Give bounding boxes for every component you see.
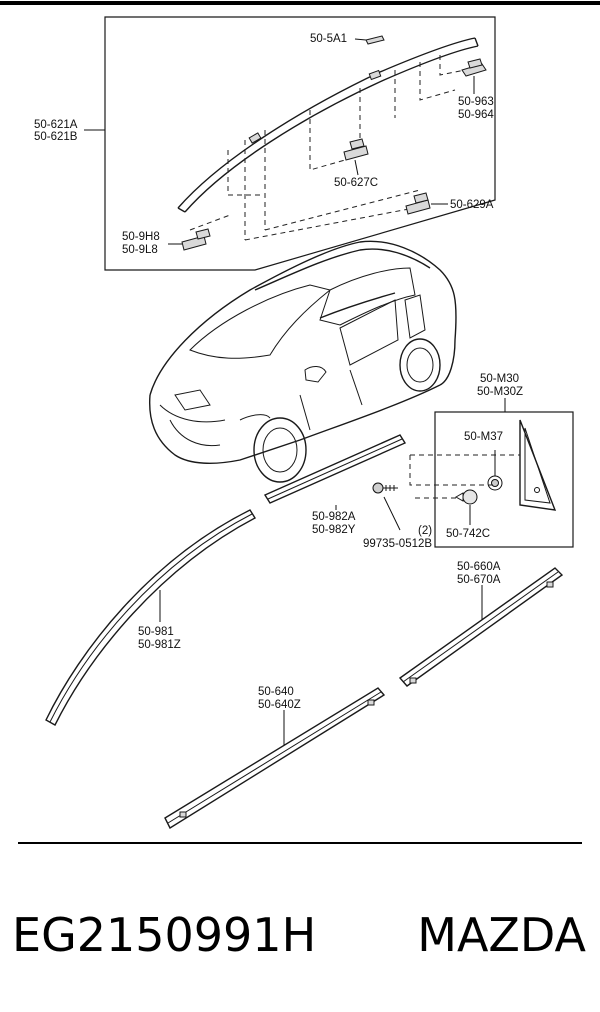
vehicle-illustration [148,240,457,483]
footer: EG2150991H MAZDA [0,900,600,970]
label-50-981: 50-981 [138,626,174,638]
roof-rail-guides [189,55,466,241]
label-50-9h8: 50-9H8 [122,231,160,243]
clip-50-742c [454,489,478,505]
label-99735-0512b: 99735-0512B [363,538,432,550]
label-50-640z: 50-640Z [258,699,301,711]
label-50-m30: 50-M30 [480,373,519,385]
label-50-5a1: 50-5A1 [310,33,347,45]
label-50-982y: 50-982Y [312,524,356,536]
roof-rail [177,37,479,213]
clip-50-963 [461,58,487,77]
molding-50-981 [45,509,256,726]
label-50-660a: 50-660A [457,561,501,573]
part-number: EG2150991H [12,908,317,962]
molding-50-982a [263,434,407,504]
brand-name: MAZDA [417,908,586,962]
label-quantity: (2) [418,525,432,537]
label-50-670a: 50-670A [457,574,501,586]
clip-50-629a [405,192,431,215]
clip-50-5a1 [365,35,385,45]
label-50-9l8: 50-9L8 [122,244,158,256]
roof-rail-detail-box [104,16,496,271]
label-50-982a: 50-982A [312,511,356,523]
label-50-621a: 50-621A [34,119,78,131]
label-50-963: 50-963 [458,96,494,108]
clip-50-627c [343,138,369,161]
label-50-m37: 50-M37 [464,431,503,443]
label-50-964: 50-964 [458,109,494,121]
quarter-window-detail-box [434,411,574,548]
label-50-627c: 50-627C [334,177,378,189]
screw-99735 [372,482,398,494]
grommet-50-m37 [487,475,503,491]
quarter-window-glass [519,419,557,511]
molding-50-640 [164,687,386,829]
molding-50-660a [398,567,564,687]
label-50-640: 50-640 [258,686,294,698]
clip-50-9h8 [181,228,211,251]
label-50-m30z: 50-M30Z [477,386,523,398]
label-50-629a: 50-629A [450,199,494,211]
label-50-742c: 50-742C [446,528,490,540]
label-50-981z: 50-981Z [138,639,181,651]
label-50-621b: 50-621B [34,131,78,143]
